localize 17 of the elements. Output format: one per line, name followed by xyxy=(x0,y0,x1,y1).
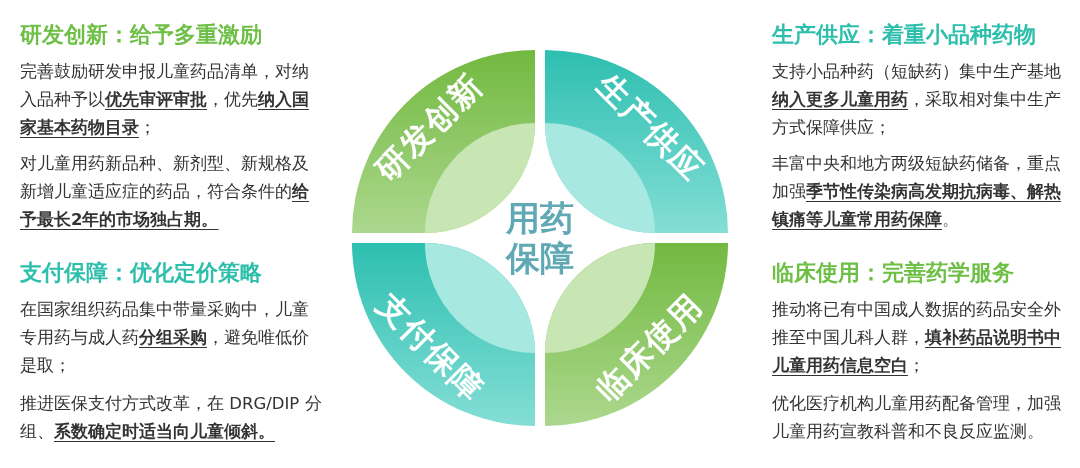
segment-label: 研发创新 xyxy=(367,65,493,192)
body-paragraph: 支持小品种药（短缺药）集中生产基地纳入更多儿童用药，采取相对集中生产方式保障供应； xyxy=(772,61,1062,139)
body-paragraph: 推动将已有中国成人数据的药品安全外推至中国儿科人群，填补药品说明书中儿童用药信息空白； xyxy=(772,299,1062,377)
body-paragraph: 推进医保支付方式改革，在 DRG/DIP 分组、系数确定时适当向儿童倾斜。 xyxy=(20,393,323,443)
body-paragraph: 完善鼓励研发申报儿童药品清单，对纳入品种予以优先审评审批，优先纳入国家基本药物目录； xyxy=(20,61,310,139)
body-paragraph: 优化医疗机构儿童用药配备管理，加强儿童用药宣教科普和不良反应监测。 xyxy=(772,393,1062,443)
segment-label: 临床使用 xyxy=(586,284,712,411)
body-paragraph: 在国家组织药品集中带量采购中，儿童专用药与成人药分组采购，避免唯低价是取； xyxy=(20,299,310,377)
section-heading: 生产供应：着重小品种药物 xyxy=(772,21,1037,49)
body-paragraph: 对儿童用药新品种、新剂型、新规格及新增儿童适应症的药品，符合条件的给予最长2年的市场独占期。 xyxy=(20,153,310,231)
body-paragraph: 丰富中央和地方两级短缺药储备，重点加强季节性传染病高发期抗病毒、解热镇痛等儿童常用药保障。 xyxy=(772,153,1062,231)
section-heading: 临床使用：完善药学服务 xyxy=(772,259,1015,287)
section-heading: 研发创新：给予多重激励 xyxy=(20,21,263,49)
section-heading: 支付保障：优化定价策略 xyxy=(20,259,263,287)
segment-label: 支付保障 xyxy=(368,284,494,411)
segment-label: 生产供应 xyxy=(587,65,713,192)
center-title: 用药保障 xyxy=(504,198,575,278)
